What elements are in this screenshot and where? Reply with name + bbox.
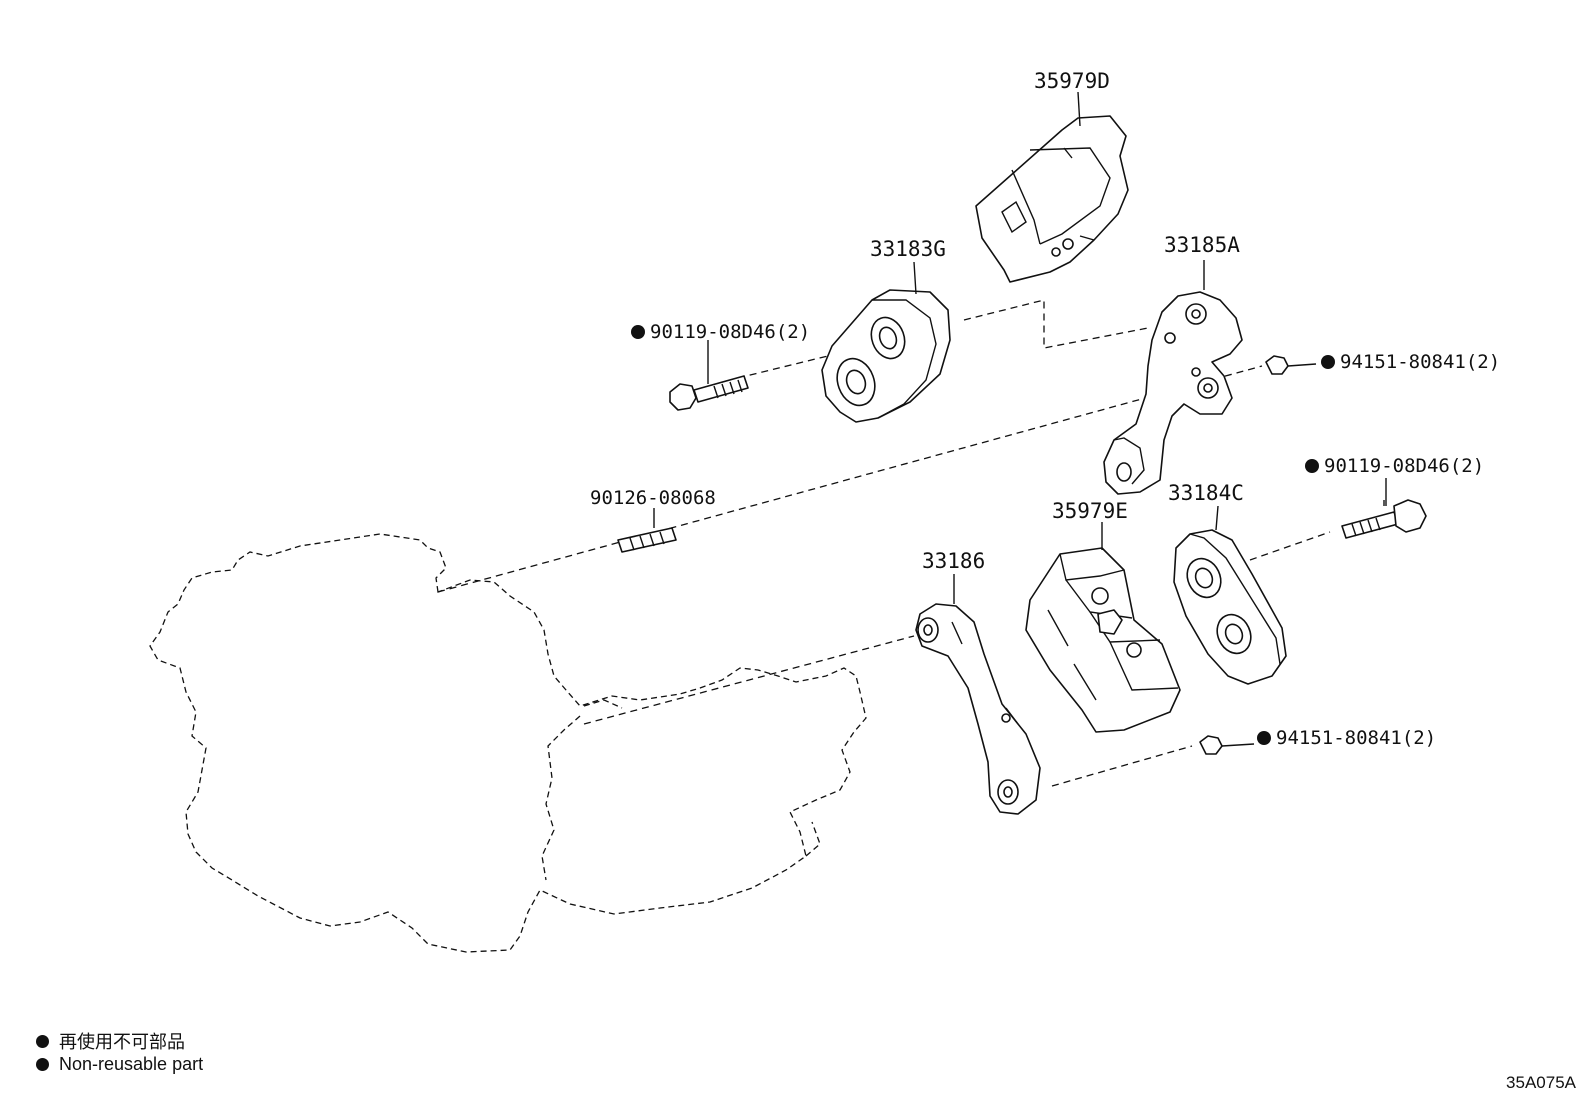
- label-35979e[interactable]: 35979E: [1052, 499, 1128, 523]
- label-94151-80841-top[interactable]: 94151-80841(2): [1340, 351, 1500, 373]
- legend-text-english: Non-reusable part: [59, 1054, 204, 1074]
- label-90119-08d46-left[interactable]: 90119-08D46(2): [650, 321, 810, 343]
- part-35979d-cover[interactable]: [975, 115, 1129, 283]
- engine-transmission-ghost-outline: [149, 533, 867, 953]
- part-33183g-mount[interactable]: [821, 289, 951, 423]
- label-33183g[interactable]: 33183G: [870, 237, 946, 261]
- non-reusable-dot-icon: [36, 1034, 49, 1048]
- legend-item-english: Non-reusable part: [36, 1054, 203, 1075]
- part-33185a-bracket[interactable]: [1103, 291, 1243, 495]
- part-33186-link-arm[interactable]: [915, 603, 1041, 815]
- part-90119-bolt-left[interactable]: [669, 375, 749, 411]
- label-90119-08d46-right[interactable]: 90119-08D46(2): [1324, 455, 1484, 477]
- non-reusable-dot-icon: [36, 1058, 49, 1071]
- label-35979d[interactable]: 35979D: [1034, 69, 1110, 93]
- non-reusable-marker-94151-top: [1321, 355, 1335, 369]
- label-leader-lines: [653, 91, 1387, 604]
- legend-text-japanese: 再使用不可部品: [59, 1032, 185, 1052]
- label-33184c[interactable]: 33184C: [1168, 481, 1244, 505]
- part-90126-stud[interactable]: [617, 527, 677, 553]
- diagram-code: 35A075A: [1506, 1073, 1576, 1092]
- label-90126-08068[interactable]: 90126-08068: [590, 487, 716, 509]
- label-33185a[interactable]: 33185A: [1164, 233, 1240, 257]
- label-94151-80841-bottom[interactable]: 94151-80841(2): [1276, 727, 1436, 749]
- label-33186[interactable]: 33186: [922, 549, 985, 573]
- non-reusable-marker-94151-bottom: [1257, 731, 1271, 745]
- part-33184c-mount[interactable]: [1173, 529, 1287, 685]
- assembly-leader-lines: [437, 299, 1331, 787]
- non-reusable-marker-90119-right: [1305, 459, 1319, 473]
- legend-item-japanese: 再使用不可部品: [36, 1028, 185, 1054]
- non-reusable-marker-90119-left: [631, 325, 645, 339]
- part-94151-nut-bottom[interactable]: [1199, 735, 1255, 755]
- part-90119-bolt-right[interactable]: [1341, 499, 1427, 539]
- part-35979e-block[interactable]: [1025, 547, 1181, 733]
- part-94151-nut-top[interactable]: [1265, 355, 1317, 375]
